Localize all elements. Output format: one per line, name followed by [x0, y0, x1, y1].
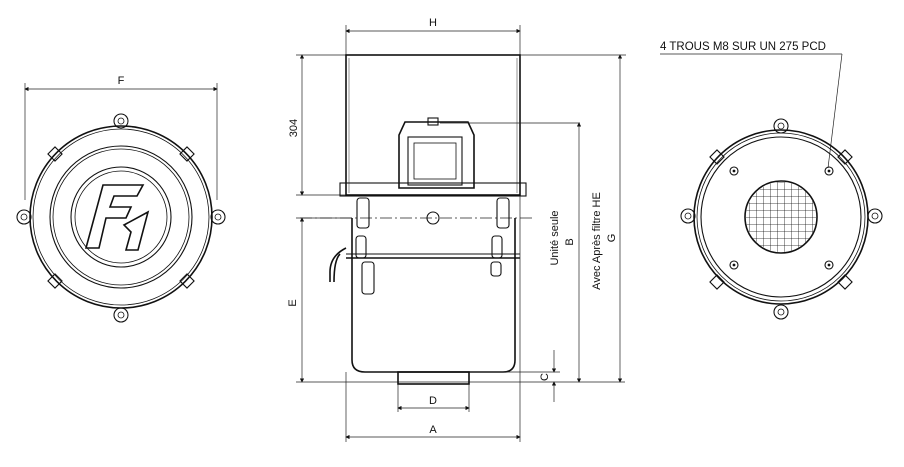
dimension-g-label: G — [606, 234, 618, 243]
dimension-c: C — [470, 350, 560, 402]
dimension-h: H — [345, 17, 521, 55]
outlet-spigot — [397, 371, 470, 385]
outer-ring — [29, 125, 213, 309]
clamps — [47, 146, 195, 289]
dimension-a: A — [345, 196, 521, 442]
outlet-grille — [744, 180, 818, 254]
with-after-filter-label: Avec Après filtre HE — [591, 192, 603, 290]
bottom-clamps — [709, 149, 853, 290]
dimension-304-label: 304 — [288, 119, 300, 137]
dimension-g: Avec Après filtre HE G — [591, 54, 623, 383]
mounting-lugs — [16, 113, 226, 323]
dimension-b: Unité seule B — [549, 122, 582, 383]
side-pipe — [329, 247, 347, 283]
dimension-f: F — [24, 75, 218, 200]
holes-note: 4 TROUS M8 SUR UN 275 PCD — [660, 41, 826, 53]
dimension-b-label: B — [564, 238, 576, 245]
side-view: H 304 E — [287, 17, 626, 442]
unit-only-label: Unité seule — [549, 210, 561, 265]
bottom-view: 4 TROUS M8 SUR UN 275 PCD — [660, 41, 883, 320]
main-drum — [351, 218, 516, 373]
dimension-e-label: E — [287, 299, 299, 306]
motor-box — [398, 117, 580, 189]
front-view: F — [16, 75, 226, 323]
dimension-f-label: F — [118, 75, 125, 87]
dimension-a-label: A — [429, 424, 437, 436]
bottom-outer-ring — [693, 129, 869, 305]
bottom-lugs — [680, 118, 883, 320]
dimension-c-label: C — [539, 373, 551, 381]
pre-filter-housing — [345, 54, 521, 196]
dimension-h-label: H — [429, 17, 437, 29]
dimension-e: E — [287, 217, 305, 383]
latches — [355, 197, 510, 295]
dimension-304: 304 — [288, 54, 305, 196]
dimension-d-label: D — [429, 395, 437, 407]
logo — [84, 184, 150, 251]
dimension-d: D — [397, 395, 470, 411]
m8-holes — [729, 166, 834, 270]
